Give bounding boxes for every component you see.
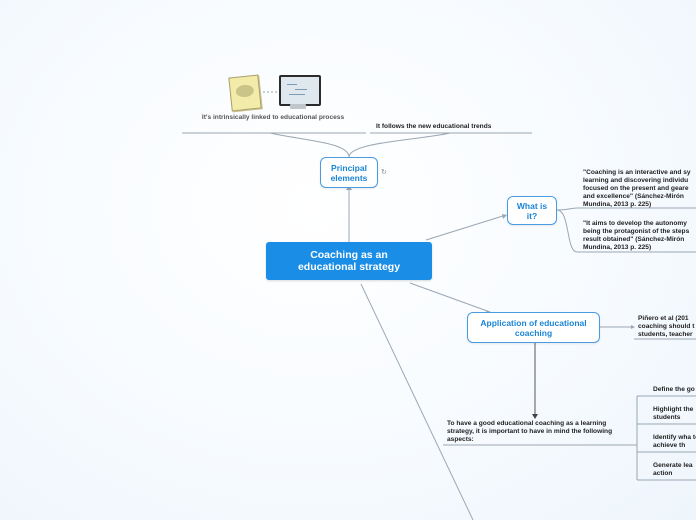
root-label: Coaching as an educational strategy [297,249,401,273]
pinero-text[interactable]: Piñero et al (201 coaching should t stud… [638,315,695,338]
arrowhead-what [502,214,507,219]
connector-root-bottom [360,283,474,520]
aspect-item-3[interactable]: Identify wha to achieve th [653,434,696,449]
what-child-1[interactable]: "Coaching is an interactive and sy learn… [583,169,691,208]
aspect-item-2[interactable]: Highlight the students [653,406,694,421]
principal-child-2[interactable]: It follows the new educational trends [376,123,492,130]
arrowhead-aspects [532,414,538,419]
what-is-it-label: What is it? [516,200,548,221]
connector-principal-child-1 [269,132,350,158]
aspect-item-4[interactable]: Generate lea action [653,462,693,477]
principal-elements-label: Principal elements [330,162,368,183]
connector-principal-child-2 [348,132,451,158]
computer-monitor-icon [279,75,321,106]
refresh-icon[interactable]: ↻ [381,169,387,176]
aspect-item-1[interactable]: Define the go [653,386,695,393]
book-illustration-icon [228,74,262,112]
what-child-2[interactable]: "It aims to develop the autonomy being t… [583,220,690,251]
application-label: Application of educational coaching [480,317,587,338]
connector-what-child-1 [556,207,696,211]
monitor-stand [290,104,306,109]
arrowhead-pinero [631,325,635,329]
connector-root-application [409,282,491,313]
connector-what-child-2 [556,209,696,253]
principal-child-1[interactable]: It's intrinsically linked to educational… [201,114,345,121]
aspects-text[interactable]: To have a good educational coaching as a… [447,420,613,443]
connector-root-what [425,214,507,241]
root-node[interactable]: Coaching as an educational strategy [266,242,432,280]
what-is-it-node[interactable]: What is it? [507,196,557,225]
principal-elements-node[interactable]: Principal elements [320,157,378,188]
application-node[interactable]: Application of educational coaching [467,312,600,343]
